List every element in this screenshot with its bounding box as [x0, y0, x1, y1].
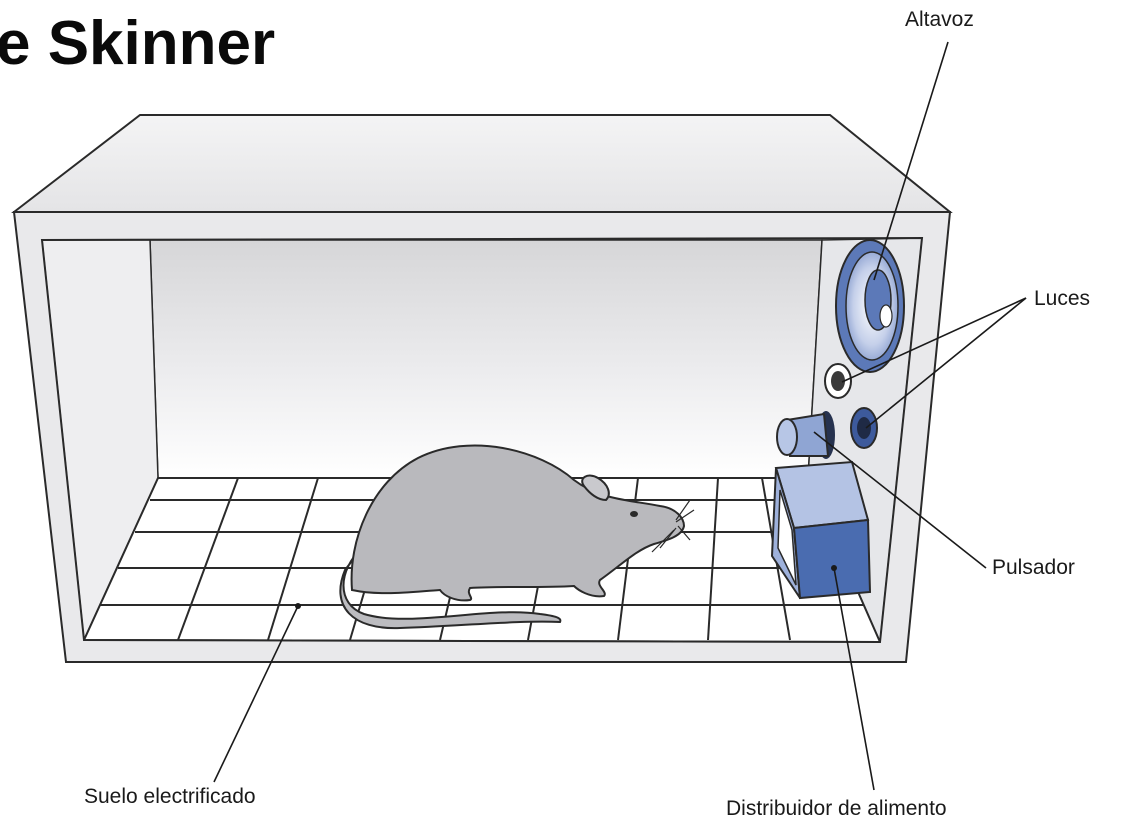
leader-light-lower	[865, 297, 1027, 429]
label-floor: Suelo electrificado	[84, 785, 256, 808]
label-lights: Luces	[1034, 287, 1091, 310]
box-top	[11, 114, 953, 213]
speaker	[835, 239, 905, 373]
light-lower	[850, 407, 878, 449]
leader-speaker	[873, 41, 949, 281]
food-dispenser	[770, 460, 872, 600]
rat	[339, 444, 695, 630]
leader-light-upper	[841, 297, 1027, 383]
light-upper	[824, 363, 852, 399]
diagram-title: e Skinner	[0, 9, 276, 78]
label-lever: Pulsador	[992, 556, 1075, 579]
label-speaker: Altavoz	[905, 8, 974, 31]
box-back-wall	[149, 239, 823, 479]
leader-lines	[213, 41, 1027, 791]
leader-lever	[813, 431, 987, 569]
label-food: Distribuidor de alimento	[726, 797, 947, 820]
lever	[776, 411, 835, 459]
leader-floor	[213, 605, 299, 783]
leader-dots	[295, 565, 837, 609]
box-front-frame	[12, 211, 952, 663]
leader-food	[833, 567, 875, 791]
